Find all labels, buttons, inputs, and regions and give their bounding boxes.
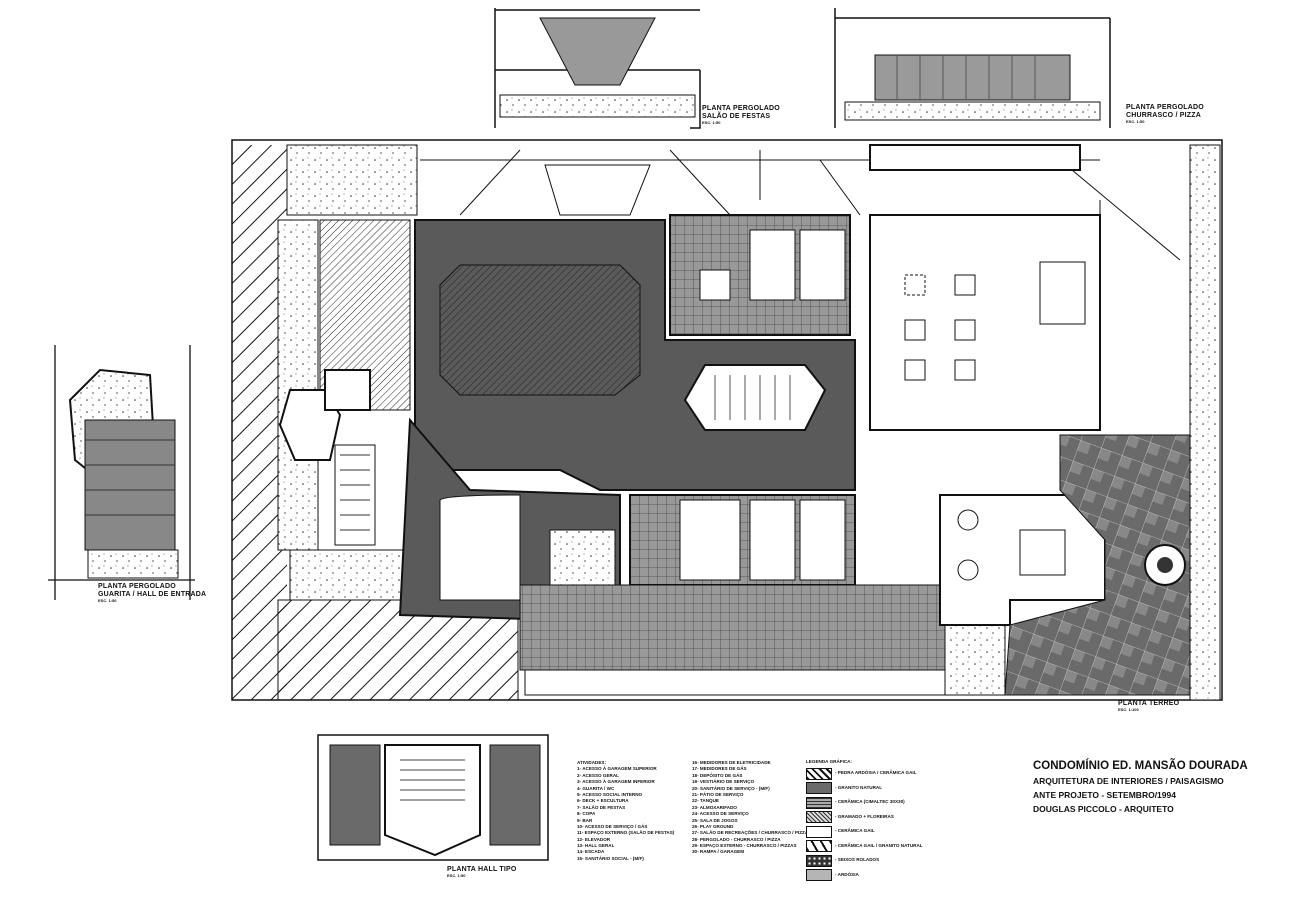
drawing-scale: ESC. 1:50	[98, 598, 117, 604]
drawing-subtitle: SALÃO DE FESTAS	[702, 113, 771, 121]
activity-item: 6- DECK + ESCULTURA	[577, 798, 629, 804]
project-phase: ANTE PROJETO - SETEMBRO/1994	[1033, 790, 1176, 800]
legend-label: - GRANITO NATURAL	[835, 784, 883, 790]
activity-item: 13- HALL GERAL	[577, 843, 615, 849]
drawing-title: PLANTA HALL TIPO	[447, 866, 517, 873]
activity-item: 20- SANITÁRIO DE SERVIÇO - (M/F)	[692, 785, 770, 791]
project-author: DOUGLAS PICCOLO - ARQUITETO	[1033, 804, 1174, 814]
activity-item: 14- ESCADA	[577, 849, 605, 855]
legend-label: - SEIXOS ROLADOS	[835, 857, 880, 863]
activity-item: 1- ACESSO À GARAGEM SUPERIOR	[577, 766, 657, 772]
legend-item: - GRANITO NATURAL	[806, 781, 923, 796]
drawing-scale: ESC. 1:50	[1126, 119, 1145, 125]
legend-label: - CERÂMICA GAIL / GRANITO NATURAL	[835, 842, 923, 848]
activity-item: 25- SALA DE JOGOS	[692, 817, 738, 823]
pergolado-festas-drawing	[494, 8, 701, 129]
legend-label: - CERÂMICA GAIL	[835, 828, 875, 834]
activity-item: 8- COPA	[577, 811, 596, 817]
hall-tipo-drawing	[317, 734, 549, 861]
activity-item: 26- PLAY GROUND	[692, 823, 734, 829]
label-terreo: PLANTA TERREO ESC. 1:100	[1118, 700, 1179, 713]
activity-item: 23- ALMOXARIFADO	[692, 804, 738, 810]
label-pergolado-churrasco: PLANTA PERGOLADO CHURRASCO / PIZZA ESC. …	[1126, 104, 1204, 125]
legend-label: - CERÂMICA (CIMALTEC 30X30)	[835, 799, 905, 805]
legend-swatch	[806, 767, 832, 780]
activities-list: ATIVIDADES: 1- ACESSO À GARAGEM SUPERIOR…	[577, 760, 809, 862]
project-scope: ARQUITETURA DE INTERIORES / PAISAGISMO	[1033, 776, 1224, 786]
legend-swatch	[806, 840, 832, 853]
activity-item: 27- SALÃO DE RECREAÇÕES / CHURRASCO / PI…	[692, 830, 809, 836]
activity-item: 30- RAMPA / GARAGEM	[692, 849, 745, 855]
legend-swatch	[806, 869, 832, 882]
drawing-scale: ESC. 1:100	[1118, 707, 1139, 713]
pergolado-churrasco-drawing	[834, 8, 1111, 128]
legend-swatch	[806, 782, 832, 795]
label-hall-tipo: PLANTA HALL TIPO ESC. 1:50	[447, 866, 517, 879]
activities-heading: ATIVIDADES:	[577, 760, 607, 765]
legend-label: - PEDRA ARDÓSIA / CERÂMICA GAIL	[835, 770, 917, 776]
activity-item: 22- TANQUE	[692, 798, 719, 804]
activity-item: 21- PÁTIO DE SERVIÇO	[692, 791, 744, 797]
activity-item: 19- VESTIÁRIO DE SERVIÇO	[692, 779, 755, 785]
terreo-plan	[231, 139, 1223, 701]
activity-item: 10- ACESSO DE SERVIÇO / GÁS	[577, 823, 648, 829]
label-pergolado-festas: PLANTA PERGOLADO SALÃO DE FESTAS ESC. 1:…	[702, 105, 780, 126]
drawing-scale: ESC. 1:50	[447, 873, 466, 879]
activity-item: 29- ESPAÇO EXTERNO - CHURRASCO / PIZZAS	[692, 843, 797, 849]
legend-swatch	[806, 811, 832, 824]
activity-item: 3- ACESSO À GARAGEM INFERIOR	[577, 779, 655, 785]
drawing-title: PLANTA TERREO	[1118, 700, 1180, 707]
drawing-scale: ESC. 1:50	[702, 120, 721, 126]
drawing-title: PLANTA PERGOLADO	[702, 105, 780, 112]
legend-heading: LEGENDA GRÁFICA:	[806, 759, 853, 764]
legend-item: - CERÂMICA GAIL	[806, 824, 923, 839]
legend-label: - ARDÓSIA	[835, 871, 859, 877]
activity-item: 24- ACESSO DE SERVIÇO	[692, 811, 749, 817]
legend-swatch	[806, 796, 832, 809]
activity-item: 2- ACESSO GERAL	[577, 772, 619, 778]
legend-swatch	[806, 854, 832, 867]
activity-item: 12- ELEVADOR	[577, 836, 611, 842]
legend-swatch	[806, 825, 832, 838]
drawing-title: PLANTA PERGOLADO	[98, 583, 176, 590]
activity-item: 7- SALÃO DE FESTAS	[577, 804, 626, 810]
legend-item: - CERÂMICA GAIL / GRANITO NATURAL	[806, 839, 923, 854]
drawing-subtitle: CHURRASCO / PIZZA	[1126, 112, 1201, 120]
activity-item: 18- DEPÓSITO DE GÁS	[692, 772, 743, 778]
title-block: CONDOMÍNIO ED. MANSÃO DOURADA ARQUITETUR…	[1033, 760, 1248, 814]
drawing-title: PLANTA PERGOLADO	[1126, 104, 1204, 111]
activity-item: 17- MEDIDORES DE GÁS	[692, 766, 747, 772]
graphic-legend: LEGENDA GRÁFICA: - PEDRA ARDÓSIA / CERÂM…	[806, 759, 923, 882]
legend-item: - SEIXOS ROLADOS	[806, 853, 923, 868]
legend-item: - PEDRA ARDÓSIA / CERÂMICA GAIL	[806, 766, 923, 781]
label-pergolado-guarita: PLANTA PERGOLADO GUARITA / HALL DE ENTRA…	[98, 583, 206, 604]
pergolado-guarita-drawing	[48, 345, 195, 600]
legend-label: - GRAMADO + FLOREIRAS	[835, 813, 894, 819]
activity-item: 15- SANITÁRIO SOCIAL - (M/F)	[577, 855, 644, 861]
activity-item: 4- GUARITA / WC	[577, 785, 615, 791]
activity-item: 9- BAR	[577, 817, 593, 823]
activity-item: 28- PERGOLADO - CHURRASCO / PIZZA	[692, 836, 781, 842]
activity-item: 11- ESPAÇO EXTERNO (SALÃO DE FESTAS)	[577, 830, 675, 836]
legend-item: - GRAMADO + FLOREIRAS	[806, 810, 923, 825]
legend-item: - CERÂMICA (CIMALTEC 30X30)	[806, 795, 923, 810]
activity-item: 5- ACESSO SOCIAL INTERNO	[577, 791, 643, 797]
legend-item: - ARDÓSIA	[806, 868, 923, 883]
drawing-subtitle: GUARITA / HALL DE ENTRADA	[98, 591, 207, 599]
project-name: CONDOMÍNIO ED. MANSÃO DOURADA	[1033, 760, 1248, 772]
activity-item: 16- MEDIDORES DE ELETRICIDADE	[692, 760, 771, 765]
